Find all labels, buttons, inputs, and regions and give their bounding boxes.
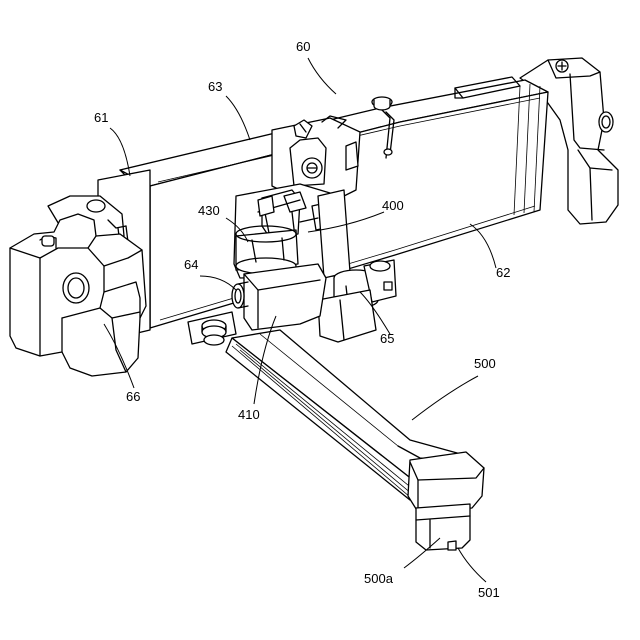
leader-60 [308,58,336,94]
label-430: 430 [198,204,220,217]
block-410 [232,264,326,330]
left-block [10,214,146,376]
label-62: 62 [496,266,510,279]
label-65: 65 [380,332,394,345]
label-500a: 500a [364,572,393,585]
leader-63 [226,96,250,140]
label-60: 60 [296,40,310,53]
label-500: 500 [474,357,496,370]
label-66: 66 [126,390,140,403]
label-501: 501 [478,586,500,599]
bottom-rail [188,312,236,345]
label-61: 61 [94,111,108,124]
label-63: 63 [208,80,222,93]
arm-500 [226,330,484,512]
label-64: 64 [184,258,198,271]
label-410: 410 [238,408,260,421]
label-400: 400 [382,199,404,212]
arm-tip [416,504,470,550]
leader-500 [412,376,478,420]
leader-501 [458,548,486,582]
